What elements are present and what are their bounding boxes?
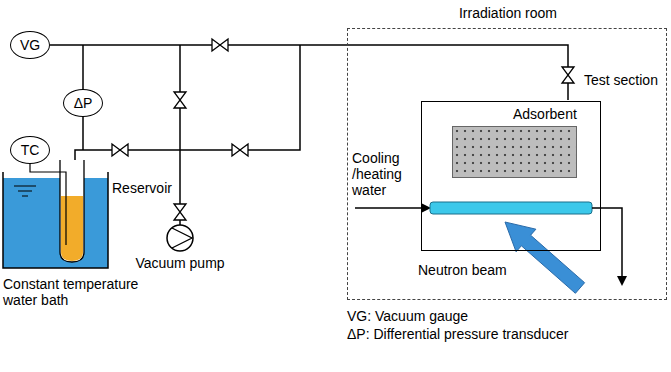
adsorbent-block: Adsorbent [452, 126, 577, 178]
heat-exchange-pipe [430, 202, 592, 214]
node-text: ΔP [74, 95, 93, 111]
abbreviation-note: ΔP: Differential pressure transducer [347, 326, 569, 342]
beam-label: Neutron beam [418, 262, 507, 278]
part-label: Vacuum pump [135, 255, 224, 271]
pump-symbol [167, 225, 193, 251]
node-text: Test section [584, 72, 658, 88]
part-label: Reservoir [112, 180, 172, 196]
node-text: Irradiation room [459, 5, 557, 21]
gauge-oval: VG [10, 31, 50, 59]
water-surface-symbol [14, 186, 36, 196]
node-text: VG [20, 37, 40, 53]
node-text: TC [21, 142, 40, 158]
sensor-oval: TC [10, 136, 50, 164]
transducer-oval: ΔP [63, 89, 103, 117]
bath-water [3, 178, 108, 268]
flow-label: Cooling /heating water [352, 150, 414, 198]
neutron-beam-arrow [505, 222, 585, 293]
part-label: Constant temperature water bath [3, 276, 163, 308]
outlet-arrow [592, 208, 622, 284]
bath-vessel [3, 172, 108, 268]
test-section-box: Test sectionAdsorbent [421, 101, 601, 251]
inlet-arrow [355, 207, 429, 209]
reservoir-tube [60, 160, 84, 262]
pump-symbol-mark [172, 228, 192, 248]
abbreviation-note: VG: Vacuum gauge [347, 308, 468, 324]
node-text: Adsorbent [513, 106, 577, 122]
reservoir-liquid [61, 196, 83, 261]
